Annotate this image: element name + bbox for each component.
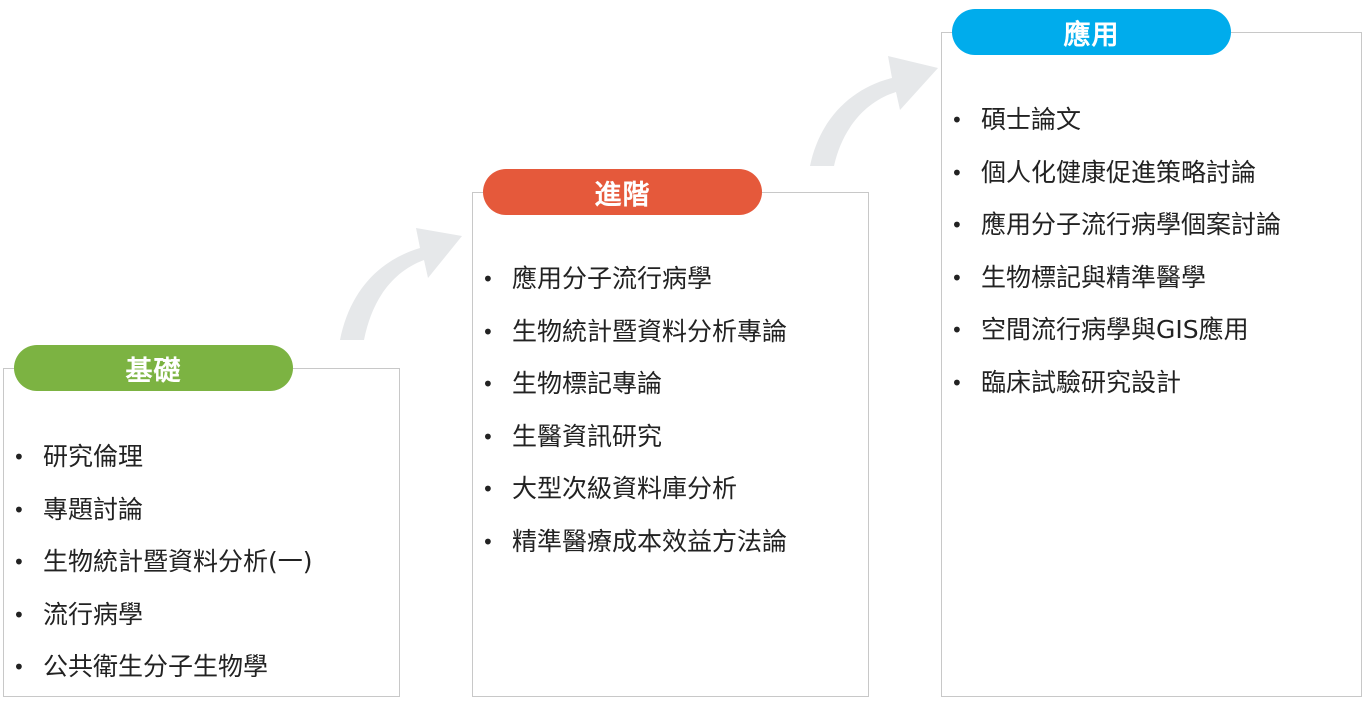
list-item: •應用分子流行病學 <box>472 253 869 306</box>
arrow-basic-to-advanced <box>340 228 462 340</box>
list-item: •大型次級資料庫分析 <box>472 463 869 516</box>
list-item: •精準醫療成本效益方法論 <box>472 516 869 569</box>
bullet-icon: • <box>951 318 963 342</box>
list-item: •公共衛生分子生物學 <box>3 641 400 694</box>
bullet-icon: • <box>13 655 25 679</box>
bullet-icon: • <box>482 424 494 449</box>
list-item: •個人化健康促進策略討論 <box>941 147 1362 200</box>
bullet-icon: • <box>482 529 494 554</box>
bullet-icon: • <box>951 108 963 132</box>
list-item: •碩士論文 <box>941 94 1362 147</box>
list-item: •生物標記與精準醫學 <box>941 252 1362 305</box>
bullet-icon: • <box>13 550 25 574</box>
bullet-icon: • <box>951 160 963 185</box>
list-item: •專題討論 <box>3 484 400 537</box>
list-item: •應用分子流行病學個案討論 <box>941 199 1362 252</box>
bullet-icon: • <box>482 319 494 344</box>
list-item: •研究倫理 <box>3 431 400 484</box>
bullet-icon: • <box>482 477 494 501</box>
applied-stage-title: 應用 <box>952 9 1231 55</box>
applied-stage-box <box>941 32 1362 697</box>
bullet-icon: • <box>951 265 963 290</box>
applied-course-list: •碩士論文 •個人化健康促進策略討論 •應用分子流行病學個案討論 •生物標記與精… <box>941 94 1362 409</box>
bullet-icon: • <box>951 370 963 395</box>
bullet-icon: • <box>951 213 963 237</box>
bullet-icon: • <box>13 445 25 469</box>
list-item: •生物統計暨資料分析專論 <box>472 306 869 359</box>
advanced-stage-box <box>472 192 869 697</box>
bullet-icon: • <box>482 267 494 291</box>
basic-course-list: •研究倫理 •專題討論 •生物統計暨資料分析(一) •流行病學 •公共衛生分子生… <box>3 431 400 694</box>
list-item: •臨床試驗研究設計 <box>941 357 1362 410</box>
list-item: •流行病學 <box>3 589 400 642</box>
bullet-icon: • <box>482 372 494 396</box>
list-item: •生物標記專論 <box>472 358 869 411</box>
list-item: •生醫資訊研究 <box>472 411 869 464</box>
list-item: •空間流行病學與GIS應用 <box>941 304 1362 357</box>
basic-stage-box <box>3 368 400 697</box>
advanced-stage-title: 進階 <box>483 169 762 215</box>
bullet-icon: • <box>13 602 25 627</box>
list-item: •生物統計暨資料分析(一) <box>3 536 400 589</box>
bullet-icon: • <box>13 497 25 522</box>
arrow-advanced-to-applied <box>810 56 938 166</box>
advanced-course-list: •應用分子流行病學 •生物統計暨資料分析專論 •生物標記專論 •生醫資訊研究 •… <box>472 253 869 568</box>
basic-stage-title: 基礎 <box>14 345 293 391</box>
